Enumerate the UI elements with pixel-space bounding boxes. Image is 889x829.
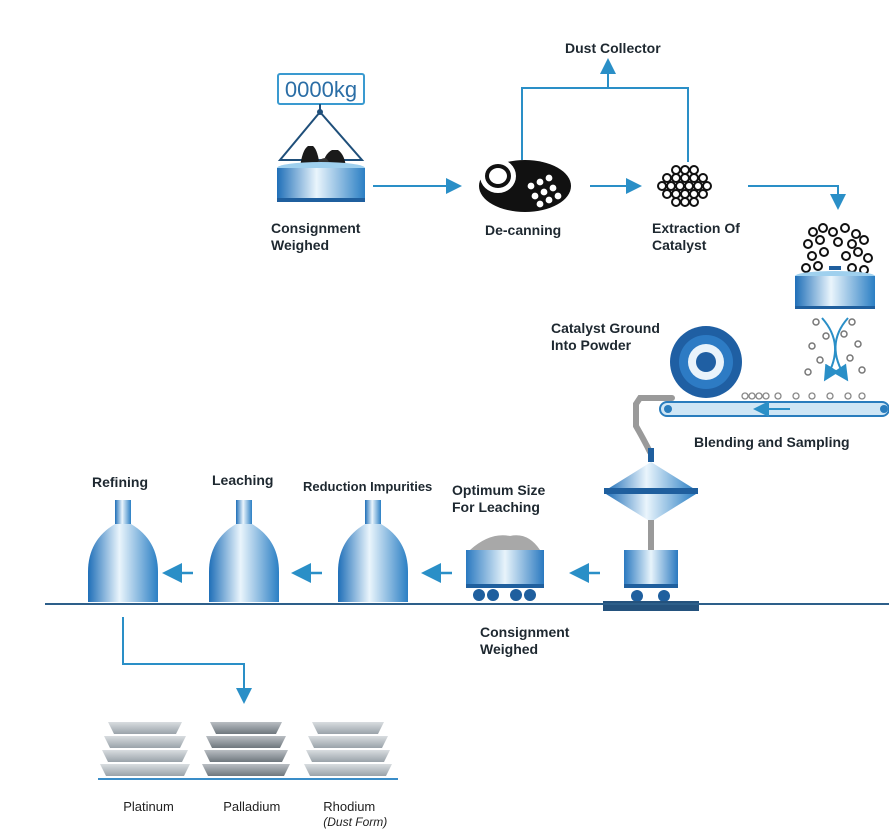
- metal-rhodium-name: Rhodium: [323, 799, 376, 814]
- label-consignment-weighed-top: Consignment Weighed: [271, 220, 361, 253]
- process-flow-diagram: 0000kg: [45, 58, 889, 780]
- dust-duct: [521, 87, 689, 162]
- metal-platinum-name: Platinum: [123, 799, 174, 814]
- label-optimum-size: Optimum Size For Leaching: [452, 482, 546, 515]
- decanning-icon: [479, 159, 571, 212]
- metal-platinum: Platinum: [116, 784, 174, 814]
- vessel-refining: [88, 500, 158, 602]
- label-extraction-of-catalyst: Extraction Of Catalyst: [652, 220, 740, 253]
- vessel-reduction: [338, 500, 408, 602]
- conveyor-pellets: [741, 392, 866, 400]
- catalyst-pellets-icon: [657, 165, 712, 207]
- metal-palladium: Palladium: [216, 784, 280, 814]
- weigh-container: [277, 168, 365, 200]
- ingots-platinum: [100, 722, 190, 776]
- hopper-vessel: [795, 276, 875, 308]
- ingots-rhodium: [304, 722, 392, 776]
- label-blending-and-sampling: Blending and Sampling: [694, 434, 850, 450]
- metal-rhodium: Rhodium (Dust Form): [316, 784, 387, 829]
- label-catalyst-ground: Catalyst Ground Into Powder: [551, 320, 660, 353]
- label-de-canning: De-canning: [485, 222, 562, 238]
- label-reduction-impurities: Reduction Impurities: [303, 479, 433, 494]
- cart-icon: [466, 535, 544, 601]
- label-dust-collector: Dust Collector: [565, 40, 661, 56]
- label-leaching: Leaching: [212, 472, 274, 488]
- hopper-pellets-icon: [801, 223, 873, 275]
- falling-pellets: [804, 318, 866, 376]
- label-consignment-weighed-bottom: Consignment Weighed: [480, 624, 570, 657]
- weigh-station: [624, 550, 678, 588]
- label-refining: Refining: [92, 474, 148, 490]
- scale-reading: 0000kg: [285, 77, 357, 102]
- ingots-palladium: [202, 722, 290, 776]
- blender-icon: [604, 448, 698, 550]
- metal-rhodium-note: (Dust Form): [323, 815, 388, 829]
- vessel-leaching: [209, 500, 279, 602]
- metal-palladium-name: Palladium: [223, 799, 281, 814]
